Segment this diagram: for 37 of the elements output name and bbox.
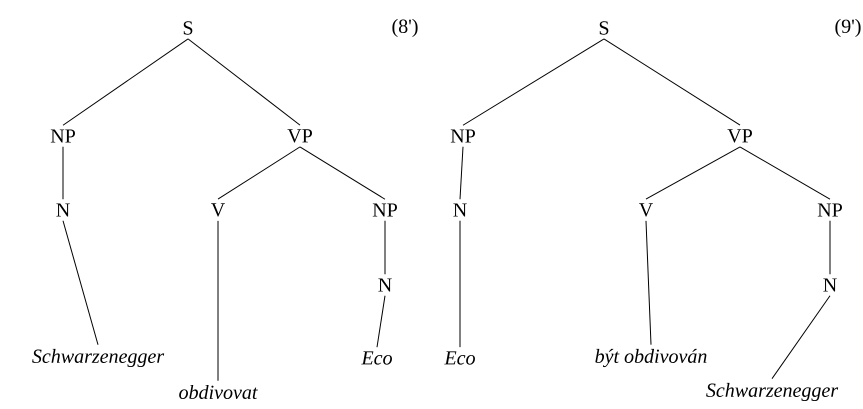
tree-branch <box>384 220 386 275</box>
leaf-word: Eco <box>361 351 392 365</box>
category-label: N <box>56 203 70 217</box>
tree-branch <box>376 295 386 348</box>
leaf-word: Schwarzenegger <box>706 382 838 402</box>
leaf-word: být obdivován <box>595 348 707 368</box>
tree-branch <box>772 295 830 380</box>
tree-branch <box>462 38 604 126</box>
category-label: VP <box>727 129 752 143</box>
tree-branch <box>62 220 98 346</box>
example-number: (8') <box>392 18 418 38</box>
category-label: NP <box>50 129 75 143</box>
category-label: N <box>453 203 467 217</box>
tree-branch <box>218 146 300 200</box>
leaf-word: Schwarzenegger <box>32 348 164 368</box>
category-label: N <box>378 278 392 292</box>
tree-branch <box>460 146 464 200</box>
category-label: NP <box>818 203 842 217</box>
leaf-word: Eco <box>444 351 475 365</box>
tree-branch <box>300 146 386 200</box>
tree-branch <box>646 146 740 200</box>
example-number: (9') <box>835 18 861 38</box>
tree-branch <box>740 146 830 200</box>
tree-branch <box>188 38 300 126</box>
tree-branch <box>62 38 188 126</box>
tree-branch <box>646 220 652 346</box>
category-label: N <box>823 278 837 292</box>
category-label: S <box>600 21 608 35</box>
category-label: NP <box>372 203 397 217</box>
category-label: V <box>211 203 225 217</box>
tree-branch <box>604 38 740 126</box>
category-label: VP <box>287 129 312 143</box>
leaf-word: obdivovat <box>179 384 258 400</box>
category-label: NP <box>450 129 475 143</box>
category-label: S <box>184 21 192 35</box>
tree-branch <box>62 146 64 200</box>
category-label: V <box>639 203 653 217</box>
